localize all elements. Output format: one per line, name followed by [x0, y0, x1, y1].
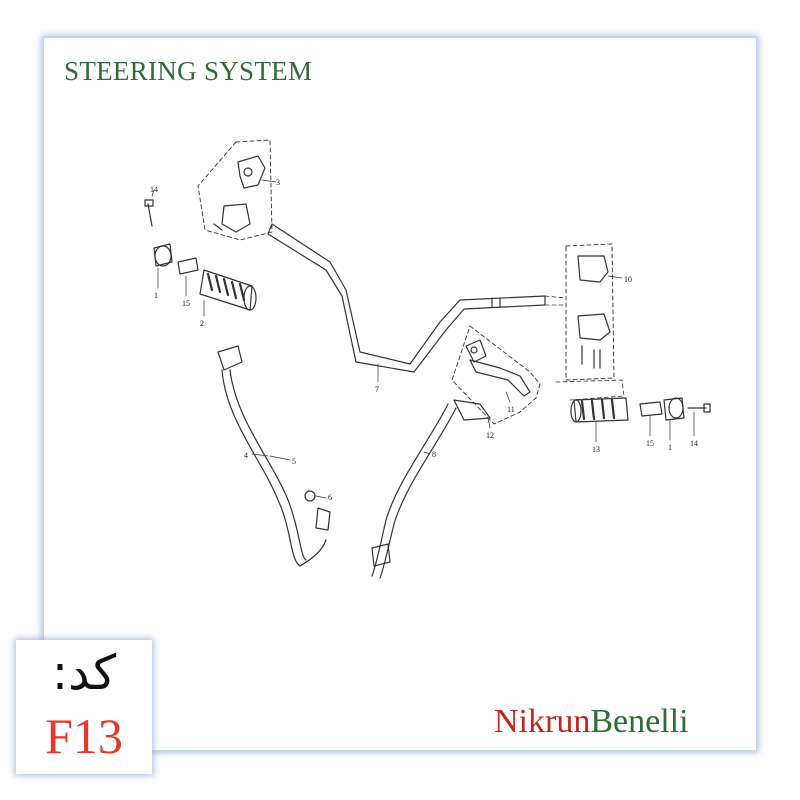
callout-6: 6 — [328, 493, 332, 502]
leader-lines — [151, 179, 695, 499]
callout-15-left: 15 — [182, 299, 190, 308]
callout-3: 3 — [276, 178, 280, 187]
brand-logo: NikrunBenelli — [494, 702, 689, 742]
callout-1-right: 1 — [668, 443, 672, 452]
part-code-box: کد: F13 — [16, 640, 152, 774]
callout-15-right: 15 — [646, 439, 654, 448]
part-code-label: کد: — [51, 645, 117, 701]
throttle-cable — [371, 399, 491, 579]
left-switch-housing — [197, 139, 273, 241]
left-bar-end-parts — [144, 199, 257, 311]
brake-lever-group — [451, 325, 541, 425]
callout-5: 5 — [292, 457, 296, 466]
callout-4: 4 — [244, 451, 248, 460]
callout-13: 13 — [592, 445, 600, 454]
diagram-card — [44, 38, 756, 750]
handlebar — [267, 223, 546, 373]
callout-10: 10 — [624, 275, 632, 284]
diagram-title: STEERING SYSTEM — [64, 56, 313, 86]
callout-7: 7 — [375, 385, 379, 394]
callout-1-left: 1 — [154, 291, 158, 300]
callout-2: 2 — [200, 319, 204, 328]
callout-labels: 3 14 1 15 2 7 11 12 10 13 15 1 14 4 5 6 … — [150, 178, 698, 502]
brand-name-part1: Nikrun — [494, 703, 591, 740]
callout-8: 8 — [432, 450, 436, 459]
callout-14-right: 14 — [690, 439, 698, 448]
brand-name-part2: Benelli — [590, 703, 689, 740]
right-switch-housing — [544, 243, 615, 381]
part-code-value: F13 — [45, 708, 123, 764]
callout-12: 12 — [486, 431, 494, 440]
callout-14-left: 14 — [150, 185, 158, 194]
right-grip-parts — [555, 379, 711, 423]
left-cable-assembly — [217, 345, 331, 567]
callout-11: 11 — [507, 405, 515, 414]
